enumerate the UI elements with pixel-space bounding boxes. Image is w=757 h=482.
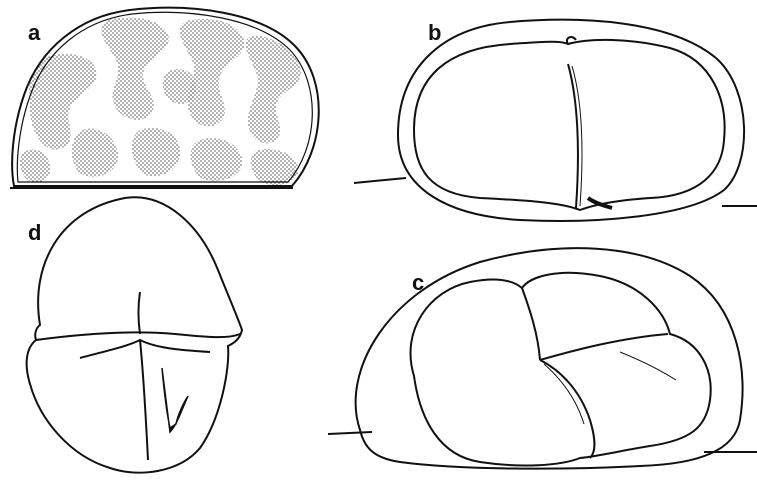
panel-b-drawing bbox=[354, 20, 757, 221]
panel-label-d: d bbox=[28, 222, 41, 244]
panel-label-a: a bbox=[28, 22, 40, 44]
panel-label-b: b bbox=[428, 22, 441, 44]
panel-c-drawing bbox=[328, 248, 757, 468]
panel-a-drawing bbox=[10, 8, 319, 188]
panel-a-stipple-pattern bbox=[20, 17, 301, 185]
panel-label-c: c bbox=[412, 272, 424, 294]
panel-d-drawing bbox=[27, 197, 242, 472]
